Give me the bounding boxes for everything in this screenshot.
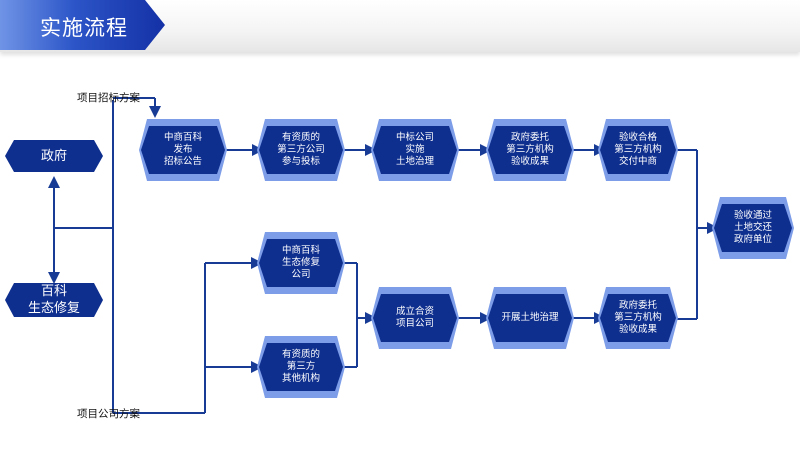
page-title: 实施流程 [40, 16, 128, 40]
node-body [600, 294, 676, 342]
node-label-joint-venture: 成立合资 项目公司 [395, 306, 434, 329]
node-label-gov-commission-1: 政府委托 第三方机构 验收成果 [506, 132, 554, 167]
node-other-org [257, 336, 345, 398]
node-body [259, 126, 343, 174]
node-body [373, 126, 457, 174]
node-label-baike-company: 中商百科 生态修复 公司 [281, 245, 320, 280]
node-label-delivery: 验收合格 第三方机构 交付中商 [614, 132, 662, 167]
node-label-qualified-bid: 有资质的 第三方公司 参与投标 [277, 132, 325, 167]
node-final [712, 197, 794, 259]
company-plan-label: 项目公司方案 [77, 408, 140, 420]
node-gov-commission-1 [486, 119, 574, 181]
node-label-winner-implement: 中标公司 实施 土地治理 [395, 132, 434, 167]
node-label-final: 验收通过 土地交还 政府单位 [733, 210, 772, 245]
node-body [5, 140, 103, 172]
node-joint-venture [371, 287, 459, 349]
node-body [259, 343, 343, 391]
node-label-gov-commission-2: 政府委托 第三方机构 验收成果 [614, 300, 662, 335]
node-body [714, 204, 792, 252]
bid-plan-label: 项目招标方案 [77, 92, 140, 104]
node-label-baike-tender: 中商百科 发布 招标公告 [163, 132, 202, 167]
node-body [259, 239, 343, 287]
node-body [488, 294, 572, 342]
node-body [600, 126, 676, 174]
node-body [141, 126, 225, 174]
node-land-treatment [486, 287, 574, 349]
node-label-baike-restoration: 百科 生态修复 [27, 284, 80, 316]
node-label-land-treatment: 开展土地治理 [501, 312, 559, 323]
node-winner-implement [371, 119, 459, 181]
node-delivery [598, 119, 678, 181]
node-body [488, 126, 572, 174]
node-body [5, 283, 103, 317]
node-label-government: 政府 [40, 148, 67, 164]
node-gov-commission-2 [598, 287, 678, 349]
node-label-other-org: 有资质的 第三方 其他机构 [281, 349, 320, 384]
node-qualified-bid [257, 119, 345, 181]
title-banner [0, 0, 165, 50]
node-body [373, 294, 457, 342]
node-baike-restoration [5, 283, 103, 317]
node-government [5, 140, 103, 172]
node-baike-tender [139, 119, 227, 181]
node-baike-company [257, 232, 345, 294]
